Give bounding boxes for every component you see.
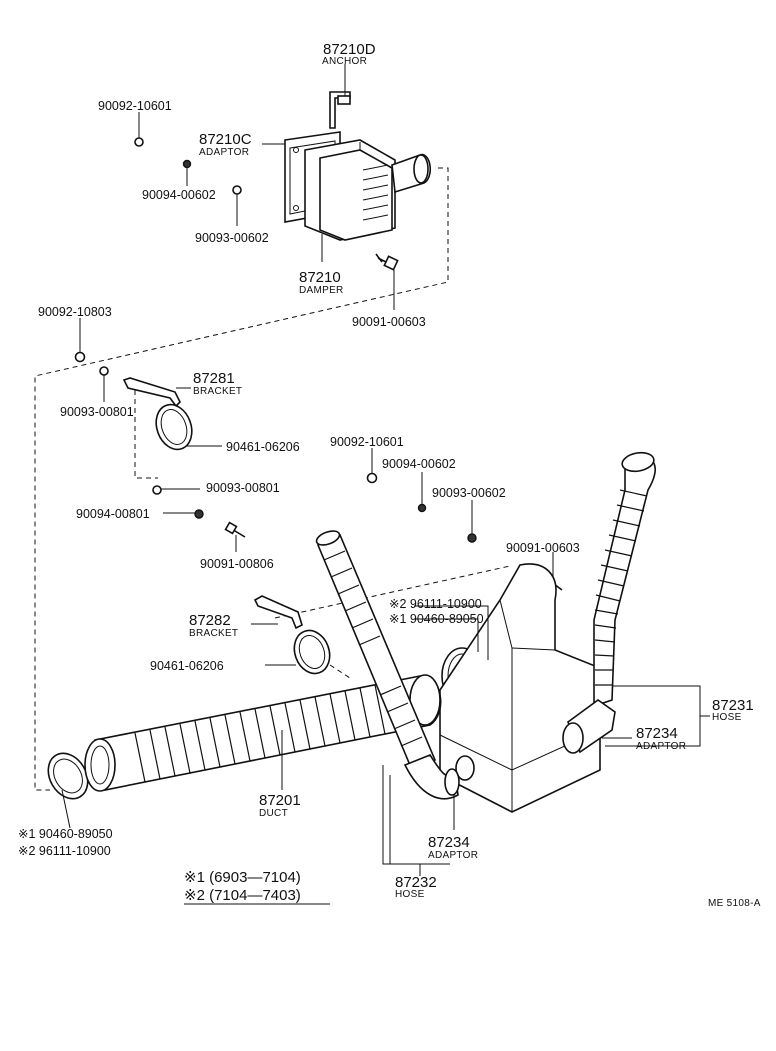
- bolt-90091-00806: [224, 521, 246, 538]
- hose-87232-ribs: [323, 550, 423, 747]
- label-90092-10601-b: 90092-10601: [330, 435, 404, 449]
- label-87210C: 87210C: [199, 131, 252, 148]
- duct-87201: [84, 674, 442, 792]
- label-bracket-a: BRACKET: [193, 386, 242, 397]
- label-hose-a: HOSE: [712, 712, 742, 723]
- legend-line-1: ※1 (6903—7104): [184, 869, 301, 886]
- nut-90092-10601-b: [366, 472, 378, 484]
- label-87201: 87201: [259, 792, 301, 809]
- label-90461-06206-b: 90461-06206: [150, 659, 224, 673]
- nut-90092-10601-a: [134, 137, 144, 147]
- washer-90093-00801-b: [152, 485, 162, 495]
- label-damper: DAMPER: [299, 285, 344, 296]
- label-star1-90460-89050-a: ※1 90460-89050: [389, 612, 484, 626]
- bracket-87282: [253, 595, 303, 630]
- label-87282: 87282: [189, 612, 231, 629]
- label-90093-00602-a: 90093-00602: [195, 231, 269, 245]
- damper-louvers: [362, 164, 389, 221]
- label-87231: 87231: [712, 697, 754, 714]
- hose-87231-ribs: [594, 489, 648, 686]
- label-adaptor-b: ADAPTOR: [636, 741, 686, 752]
- washer-90093-00801-a: [99, 366, 109, 376]
- label-90094-00801: 90094-00801: [76, 507, 150, 521]
- drawing-code: ME 5108-A: [708, 898, 761, 909]
- label-star1-90460-89050-b: ※1 90460-89050: [18, 827, 113, 841]
- hose-87231: [593, 451, 656, 708]
- duct-ribs: [134, 681, 401, 783]
- washer-90094-00602-b: [417, 503, 427, 513]
- washer-90094-00602-a: [182, 159, 192, 169]
- leader-lines: [61, 64, 710, 876]
- washer-90094-00801: [194, 509, 204, 519]
- clamp-90461-06206-a: [155, 403, 193, 451]
- label-87234-b: 87234: [428, 834, 470, 851]
- bracket-87281: [122, 377, 181, 408]
- damper-body: [304, 139, 432, 241]
- label-hose-b: HOSE: [395, 889, 425, 900]
- label-90092-10803: 90092-10803: [38, 305, 112, 319]
- label-87232: 87232: [395, 874, 437, 891]
- label-anchor: ANCHOR: [322, 56, 367, 67]
- adaptor-87234-right: [562, 699, 616, 754]
- heater-unit: [439, 563, 601, 813]
- label-87210: 87210: [299, 269, 341, 286]
- label-star2-96111-10900-a: ※2 96111-10900: [389, 597, 482, 611]
- hose-clamp-left: [47, 752, 89, 800]
- label-90461-06206-a: 90461-06206: [226, 440, 300, 454]
- label-90093-00801-b: 90093-00801: [206, 481, 280, 495]
- legend: ※1 (6903—7104) ※2 (7104—7403): [184, 869, 330, 905]
- label-adaptor-a: ADAPTOR: [199, 147, 249, 158]
- label-bracket-b: BRACKET: [189, 628, 238, 639]
- label-87210D: 87210D: [323, 41, 376, 58]
- label-duct: DUCT: [259, 808, 288, 819]
- label-90093-00801-a: 90093-00801: [60, 405, 134, 419]
- legend-line-2: ※2 (7104—7403): [184, 887, 301, 904]
- assembly-guide-lines: [34, 167, 511, 791]
- label-90094-00602-b: 90094-00602: [382, 457, 456, 471]
- washer-90093-00602-b: [467, 533, 477, 543]
- anchor-part: [329, 91, 351, 129]
- label-adaptor-c: ADAPTOR: [428, 850, 478, 861]
- label-87234-a: 87234: [636, 725, 678, 742]
- label-90091-00806: 90091-00806: [200, 557, 274, 571]
- hose-87232: [315, 530, 437, 772]
- label-90091-00603-b: 90091-00603: [506, 541, 580, 555]
- label-star2-96111-10900-b: ※2 96111-10900: [18, 844, 111, 858]
- bolt-90091-00603-a: [375, 253, 399, 271]
- label-90091-00603-a: 90091-00603: [352, 315, 426, 329]
- label-90093-00602-b: 90093-00602: [432, 486, 506, 500]
- nut-90092-10803: [74, 351, 86, 363]
- part-labels: 87210D ANCHOR 90092-10601 87210C ADAPTOR…: [18, 41, 754, 900]
- label-90092-10601-a: 90092-10601: [98, 99, 172, 113]
- clamp-90461-06206-b: [293, 629, 331, 675]
- washer-90093-00602-a: [232, 185, 242, 195]
- adaptor-87234-elbow: [403, 754, 460, 800]
- label-87281: 87281: [193, 370, 235, 387]
- label-90094-00602-a: 90094-00602: [142, 188, 216, 202]
